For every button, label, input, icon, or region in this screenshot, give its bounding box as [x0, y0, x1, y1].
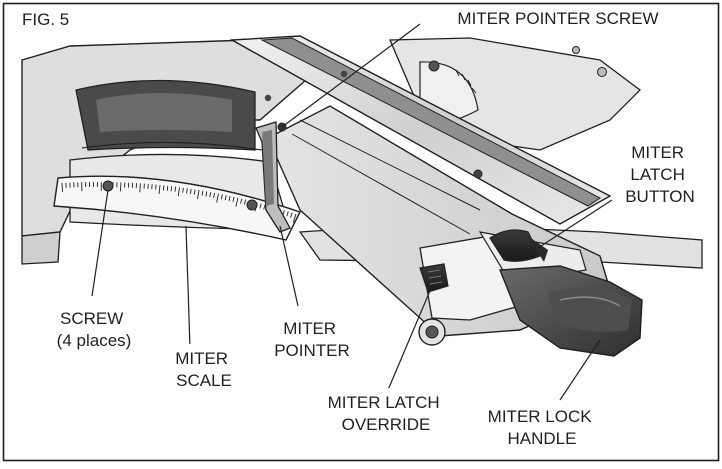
- front-knob-center: [426, 326, 438, 338]
- callout-miter-latch-button: MITER LATCH BUTTON: [625, 143, 695, 206]
- fence-bolt-1: [341, 71, 347, 77]
- scale-tick: [167, 186, 168, 191]
- scale-tick: [163, 185, 164, 190]
- scale-tick: [175, 187, 176, 192]
- screw-scale-left: [103, 181, 113, 191]
- base-casting-left-edge: [22, 232, 60, 264]
- screw-rear-right: [598, 68, 607, 77]
- screw-rear-top: [573, 47, 580, 54]
- scale-tick: [171, 186, 172, 191]
- scale-tick: [140, 183, 141, 192]
- scale-tick: [156, 185, 157, 190]
- scale-tick: [152, 184, 153, 189]
- fence-bolt-2: [265, 95, 271, 101]
- scale-tick: [62, 183, 63, 192]
- fence-bolt-3: [474, 170, 482, 178]
- turntable-recess-inner: [96, 93, 232, 132]
- callout-miter-pointer-screw: MITER POINTER SCREW: [457, 9, 658, 28]
- screw-scale-right: [247, 200, 257, 210]
- screw-rear: [429, 61, 439, 71]
- figure-number: FIG. 5: [22, 10, 69, 29]
